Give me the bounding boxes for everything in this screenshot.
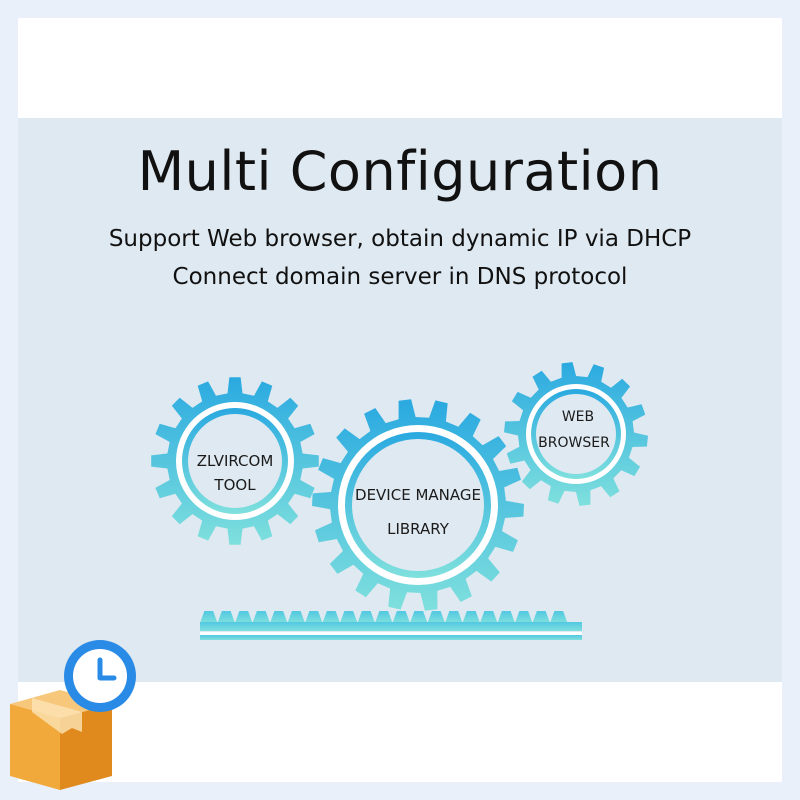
page-title: Multi Configuration xyxy=(137,140,663,203)
gear-rack xyxy=(200,611,582,640)
gear-center-label-1: DEVICE MANAGE xyxy=(355,486,481,504)
gear-left: ZLVIRCOM TOOL xyxy=(151,377,319,545)
gear-right-label-2: BROWSER xyxy=(538,435,610,451)
gear-right: WEB BROWSER xyxy=(504,362,648,506)
package-box-icon xyxy=(10,690,112,790)
gear-center-label-2: LIBRARY xyxy=(387,520,450,538)
subtitle-line-2: Connect domain server in DNS protocol xyxy=(172,264,628,290)
clock-icon xyxy=(64,640,136,712)
gear-left-label-2: TOOL xyxy=(213,476,256,494)
subtitle-line-1: Support Web browser, obtain dynamic IP v… xyxy=(108,226,692,252)
gear-right-label-1: WEB xyxy=(562,409,594,425)
gear-center: DEVICE MANAGE LIBRARY xyxy=(312,399,524,611)
gear-left-label-1: ZLVIRCOM xyxy=(197,452,274,470)
